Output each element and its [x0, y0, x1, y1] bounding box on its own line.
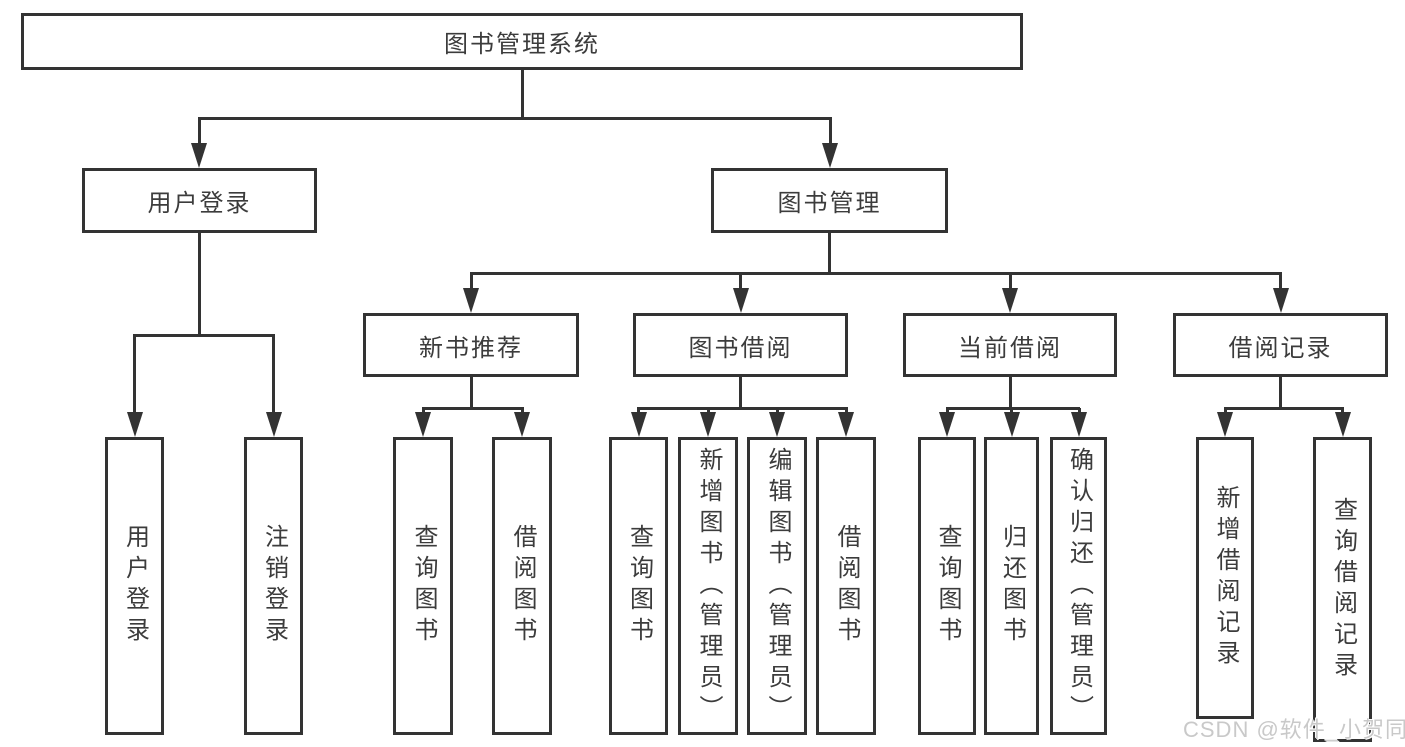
leaf-logout: 注销登录	[244, 437, 303, 735]
node-label: 借阅图书	[833, 524, 860, 648]
node-label: 当前借阅	[958, 334, 1062, 362]
node-label: 新增借阅记录	[1212, 485, 1239, 671]
node-system-root: 图书管理系统	[21, 13, 1023, 70]
node-label: 确认归还（管理员）	[1065, 446, 1093, 726]
arrow-to-leaf-user-login	[126, 335, 143, 437]
node-borrow-records: 借阅记录	[1173, 313, 1388, 377]
node-label: 查询图书	[410, 524, 437, 648]
leaf-add-borrow-record: 新增借阅记录	[1196, 437, 1254, 719]
node-label: 编辑图书（管理员）	[764, 446, 791, 726]
node-label: 归还图书	[998, 524, 1026, 648]
arrow-to-leaf-query-books-2	[630, 408, 647, 437]
node-label: 用户登录	[147, 190, 252, 217]
node-label: 图书管理	[777, 190, 882, 217]
arrow-to-leaf-borrow-books-1	[514, 408, 530, 437]
leaf-edit-book-admin: 编辑图书（管理员）	[747, 437, 807, 735]
arrow-to-leaf-add-book	[700, 408, 716, 437]
arrow-to-leaf-borrow-books-2	[838, 408, 854, 437]
node-label: 图书借阅	[688, 334, 793, 362]
leaf-return-book: 归还图书	[984, 437, 1039, 735]
arrow-to-new-book-recommend	[463, 273, 479, 313]
leaf-query-books-3: 查询图书	[918, 437, 976, 735]
leaf-confirm-return-admin: 确认归还（管理员）	[1050, 437, 1107, 735]
node-label: 查询图书	[934, 524, 961, 648]
connector-current-borrow-stem	[1008, 377, 1012, 408]
arrow-to-leaf-query-record	[1334, 408, 1351, 437]
arrow-to-book-management	[822, 118, 838, 168]
leaf-query-books-1: 查询图书	[393, 437, 453, 735]
node-label: 注销登录	[260, 524, 288, 648]
arrow-to-leaf-confirm-return	[1071, 408, 1087, 437]
watermark: CSDN @软件_小贺同学	[1183, 717, 1405, 742]
connector-root-split	[197, 116, 832, 120]
node-label: 查询借阅记录	[1329, 496, 1357, 683]
arrow-to-borrow-records	[1272, 273, 1289, 313]
arrow-to-leaf-query-books-3	[939, 408, 955, 437]
connector-book-management-stem	[828, 233, 831, 273]
node-label: 查询图书	[625, 524, 653, 648]
node-user-login: 用户登录	[82, 168, 317, 233]
arrow-to-leaf-return-book	[1003, 408, 1020, 437]
arrow-to-book-borrow	[732, 273, 749, 313]
leaf-borrow-books-1: 借阅图书	[492, 437, 552, 735]
leaf-query-books-2: 查询图书	[609, 437, 668, 735]
connector-recommend-stem	[469, 377, 473, 408]
node-book-management: 图书管理	[711, 168, 948, 233]
node-new-book-recommend: 新书推荐	[363, 313, 579, 377]
connector-root-stem	[520, 69, 524, 118]
node-book-borrow: 图书借阅	[633, 313, 848, 377]
leaf-query-borrow-record: 查询借阅记录	[1313, 437, 1372, 742]
arrow-to-leaf-logout	[265, 335, 282, 437]
arrow-to-leaf-edit-book	[769, 408, 785, 437]
leaf-borrow-books-2: 借阅图书	[816, 437, 876, 735]
connector-level3-split	[469, 271, 1282, 275]
connector-book-borrow-stem	[739, 377, 742, 408]
connector-borrow-records-split	[1223, 406, 1344, 410]
arrow-to-current-borrow	[1002, 273, 1018, 313]
arrow-to-leaf-query-books-1	[415, 408, 431, 437]
node-label: 图书管理系统	[444, 31, 600, 58]
connector-borrow-records-stem	[1279, 377, 1282, 408]
node-label: 用户登录	[121, 524, 149, 648]
node-label: 借阅图书	[509, 524, 536, 648]
leaf-user-login: 用户登录	[105, 437, 164, 735]
arrow-to-leaf-add-record	[1217, 408, 1233, 437]
connector-recommend-split	[421, 406, 524, 410]
node-label: 新增图书（管理员）	[695, 446, 722, 726]
node-label: 借阅记录	[1228, 334, 1333, 362]
node-label: 新书推荐	[419, 334, 523, 362]
arrow-to-user-login	[191, 118, 207, 168]
connector-book-borrow-split	[637, 406, 848, 410]
leaf-add-book-admin: 新增图书（管理员）	[678, 437, 738, 735]
connector-user-login-stem	[198, 233, 201, 335]
connector-user-login-split	[133, 333, 275, 337]
node-current-borrow: 当前借阅	[903, 313, 1117, 377]
